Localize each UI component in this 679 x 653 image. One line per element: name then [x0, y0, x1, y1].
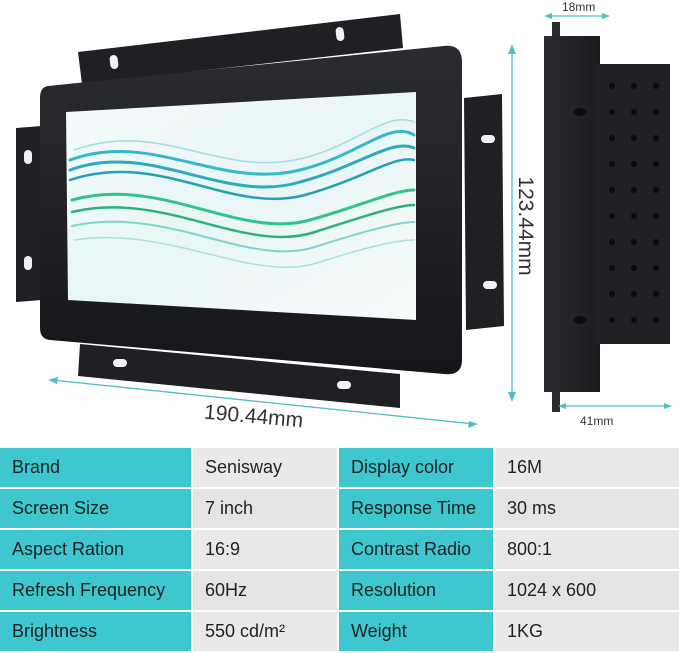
dimension-lines — [48, 13, 672, 428]
spec-value: Senisway — [191, 448, 338, 489]
spec-row: Brightness 550 cd/m² Weight 1KG — [0, 611, 679, 653]
product-figure: 190.44mm 123.44mm 18mm 41mm — [16, 0, 672, 432]
spec-value: 16M — [493, 448, 679, 489]
spec-label: Weight — [337, 611, 494, 653]
monitor-illustration — [16, 13, 672, 428]
spec-value: 1024 x 600 — [493, 570, 679, 612]
height-dimension-label: 123.44mm — [514, 176, 537, 276]
spec-label: Response Time — [337, 488, 494, 530]
spec-label: Resolution — [337, 570, 494, 612]
spec-value: 550 cd/m² — [191, 611, 338, 653]
left-bracket — [16, 126, 42, 302]
spec-value: 7 inch — [191, 488, 338, 530]
spec-label: Brightness — [0, 611, 192, 653]
spec-value: 800:1 — [493, 529, 679, 571]
spec-value: 30 ms — [493, 488, 679, 530]
depth-top-label: 18mm — [562, 0, 596, 14]
top-bracket — [78, 14, 403, 84]
spec-row: Screen Size 7 inch Response Time 30 ms — [0, 488, 679, 530]
spec-row: Brand Senisway Display color 16M — [0, 448, 679, 489]
right-bracket — [464, 94, 504, 330]
spec-label: Display color — [337, 448, 494, 489]
bottom-bracket — [78, 344, 400, 408]
spec-row: Refresh Frequency 60Hz Resolution 1024 x… — [0, 570, 679, 612]
spec-value: 1KG — [493, 611, 679, 653]
spec-label: Brand — [0, 448, 192, 489]
side-view — [544, 22, 670, 412]
spec-value: 60Hz — [191, 570, 338, 612]
monitor-body — [40, 45, 462, 375]
spec-value: 16:9 — [191, 529, 338, 571]
spec-table: Brand Senisway Display color 16M Screen … — [0, 448, 679, 653]
spec-label: Screen Size — [0, 488, 192, 530]
spec-label: Refresh Frequency — [0, 570, 192, 612]
spec-label: Contrast Radio — [337, 529, 494, 571]
screen — [66, 92, 416, 320]
wave-wallpaper — [68, 119, 416, 269]
spec-row: Aspect Ration 16:9 Contrast Radio 800:1 — [0, 529, 679, 571]
spec-label: Aspect Ration — [0, 529, 192, 571]
depth-bottom-label: 41mm — [580, 414, 614, 428]
